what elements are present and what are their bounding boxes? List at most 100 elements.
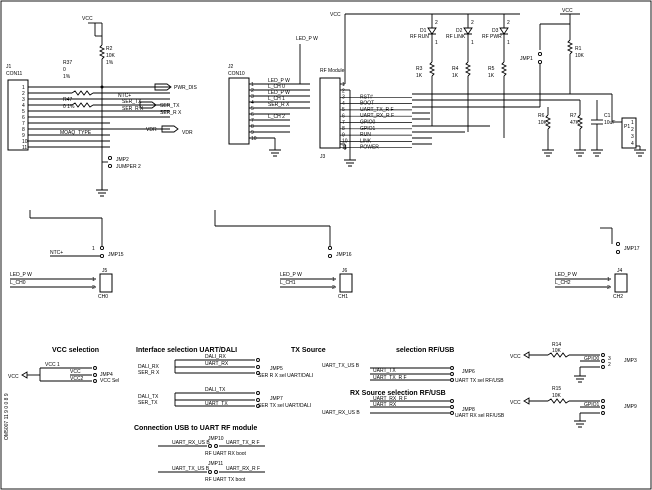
jmp8-ref: JMP8 (462, 407, 475, 413)
p1-pin-4: 4 (631, 141, 634, 147)
jmp6-ref: JMP6 (462, 369, 475, 375)
gpio1-label: GPIO1 (584, 402, 600, 408)
jmp1-ref: JMP1 (520, 56, 533, 62)
net-vdr: VDR (146, 127, 157, 133)
r2-tol: 1% (106, 60, 114, 66)
j2-name: CON10 (228, 71, 245, 77)
jmp16-ref: JMP16 (336, 252, 352, 258)
ch-pin: 1 (607, 277, 610, 283)
led-r-ref: R5 (488, 66, 495, 72)
j2-pin-10: 10 (251, 136, 257, 142)
r47-ref: R47 (63, 97, 72, 103)
ch-connector-body (339, 273, 353, 293)
pin-num-1: 1 (92, 246, 95, 252)
j1-pin-8: 8 (22, 127, 25, 133)
j2-ser-rx: SER_R X (268, 102, 290, 108)
j1-name: CON11 (6, 71, 23, 77)
led-r-ref: R3 (416, 66, 423, 72)
r2-ref: R2 (106, 46, 113, 52)
side-text: OM5007 11 9 0 0 8 9 (4, 393, 10, 440)
ch-connector-body (99, 273, 113, 293)
tx-source-title: TX Source (291, 347, 326, 354)
led-r-val: 1K (416, 73, 423, 79)
vcc2-label: VCC2 (70, 376, 84, 382)
ch-label-1: LED_P W (555, 272, 577, 278)
j2-pin-5: 5 (251, 106, 254, 112)
ground-symbol (96, 189, 108, 197)
jmp8-name: UART RX sel RF/USB (455, 413, 505, 419)
j1-pin-2: 2 (22, 91, 25, 97)
vcc-sel-net: VCC (8, 374, 19, 380)
ch-connector-body (614, 273, 628, 293)
gpio-vcc-2: VCC (510, 400, 521, 406)
rx-a: UART_RX_R F (373, 396, 407, 402)
r2-val: 10K (106, 53, 116, 59)
ch-label-2: L_CH1 (280, 280, 296, 286)
j1-pin-5: 5 (22, 109, 25, 115)
ch-label-1: LED_P W (280, 272, 302, 278)
j2-pin-2: 2 (251, 88, 254, 94)
jmp5-name: SER R X sel UART/DALI (258, 373, 313, 379)
led-pw-top: LED_P W (296, 36, 318, 42)
j2-pin-3: 3 (251, 94, 254, 100)
led-r-val: 1K (488, 73, 495, 79)
r1-ref: R1 (575, 46, 582, 52)
j3-pin-2: 2 (342, 88, 345, 94)
j1-pin-9: 9 (22, 133, 25, 139)
jmp4-name: VCC Sel (100, 378, 119, 384)
rfusb-a: UART_TX_US B (322, 363, 360, 369)
j2-l-ch1: L_CH 1 (268, 96, 285, 102)
vcc1-label: VCC 1 (45, 362, 60, 368)
jmp9-ref: JMP9 (624, 404, 637, 410)
gpio-vcc-1: VCC (510, 354, 521, 360)
r6-ref: R6 (538, 113, 545, 119)
net-pwr-dis: PWR_DIS (174, 85, 197, 91)
r14-val: 10K (552, 348, 562, 354)
vcc-label-j1: VCC (82, 16, 93, 22)
r2-resistor (98, 44, 106, 60)
j3-pin-1: 1 (342, 82, 345, 88)
ch-pin: 1 (92, 277, 95, 283)
led-pin: 2 (435, 20, 438, 26)
r37-tol: 1% (63, 74, 71, 80)
jmp15-ref: JMP15 (108, 252, 124, 258)
r6-val: 10K (538, 120, 548, 126)
reset-circuit: VCC JMP1 R1 10K R6 10K R7 47K C1 10uF P1 (520, 8, 646, 157)
j2-l-ch0: L_CH 0 (268, 84, 285, 90)
net-vdr-arrow: VDR (182, 130, 193, 136)
vcc-label-right: VCC (562, 8, 573, 14)
j2-pin-7: 7 (251, 118, 254, 124)
p1-ref: P1 (624, 124, 630, 130)
net-ntc: NTC+ (118, 93, 131, 99)
jmp2-ref: JMP2 (116, 157, 129, 163)
ch-label-2: L_CH0 (10, 280, 26, 286)
r47-resistor (71, 102, 94, 108)
ch-pin: 1 (332, 277, 335, 283)
vcc-label: VCC (70, 369, 81, 375)
section-tx-source: TX Source selection RF/USB UART_TX_US B … (291, 347, 505, 419)
ch-pin: 2 (92, 285, 95, 291)
jmp6-name: UART TX sel RF/USB (455, 378, 504, 384)
j1-pin-7: 7 (22, 121, 25, 127)
section-connection-usb: Connection USB to UART RF module JMP10 U… (134, 425, 265, 483)
gpio0-label: GPIO0 (584, 356, 600, 362)
ch-name: CH0 (98, 294, 108, 300)
pin-num-3: 3 (608, 356, 611, 362)
ch-pin: 2 (332, 285, 335, 291)
rfusb-title: selection RF/USB (396, 347, 454, 354)
mid-jumper-row: 1 NTC+ JMP15 JMP16 JMP17 (29, 210, 640, 259)
ch-name: CH2 (613, 294, 623, 300)
rx-c: UART_RX_US B (322, 410, 360, 416)
j1-pin-6: 6 (22, 115, 25, 121)
led-pin: 2 (471, 20, 474, 26)
j1-body (7, 79, 29, 151)
vcc-label-j3: VCC (330, 12, 341, 18)
r7-ref: R7 (570, 113, 577, 119)
led-ref: D2 (456, 28, 463, 34)
iface-title: Interface selection UART/DALI (136, 347, 237, 354)
section-gpio-jumpers: VCC R14 10K GPIO0 3 2 JMP3 VCC R15 10K G… (510, 342, 637, 428)
j1-pin-11: 11 (22, 145, 27, 151)
jmp10-ref: JMP10 (208, 436, 224, 442)
